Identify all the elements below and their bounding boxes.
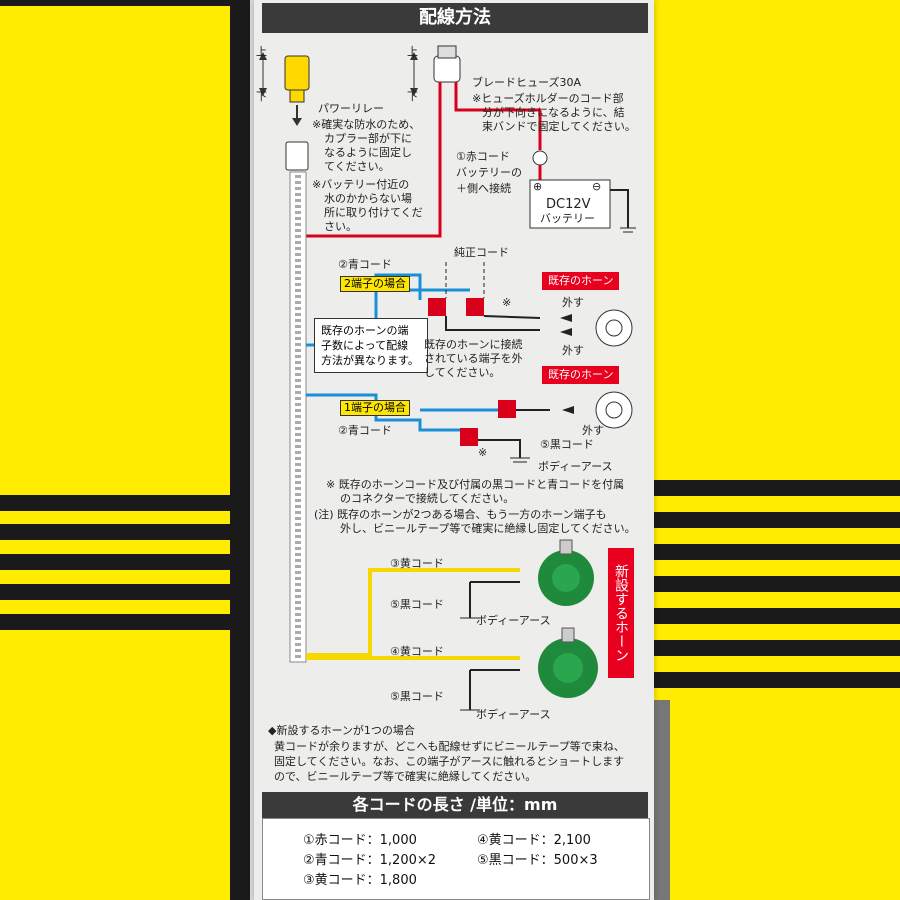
connector-icon: [460, 428, 478, 446]
connector-icon: [498, 400, 516, 418]
remove-label: 外す: [562, 296, 584, 309]
body-earth-label: ボディーアース: [476, 614, 551, 627]
fuse-icon: [433, 55, 461, 83]
relay-note: ※バッテリー付近の: [312, 178, 410, 191]
stripe: [654, 512, 900, 528]
length-blue: ②青コード：1,200×2: [303, 853, 437, 868]
down-label: 下: [407, 90, 418, 103]
stripe: [0, 614, 250, 630]
remove-label: 外す: [562, 344, 584, 357]
stripe: [0, 584, 250, 600]
note-line: ※ 既存のホーンコード及び付属の黒コードと青コードを付属: [326, 478, 625, 491]
stripe: [0, 524, 250, 540]
battery-plus: ⊕: [533, 180, 543, 193]
black-cord-label: ⑤黒コード: [390, 598, 444, 611]
down-label: 下: [256, 90, 267, 103]
stripe: [654, 576, 900, 592]
stripe: [654, 480, 900, 496]
info-line: 子数によって配線: [321, 339, 409, 352]
connected-note: されている端子を外: [424, 352, 523, 365]
stripe: [0, 554, 250, 570]
two-terminal-label: 2端子の場合: [340, 276, 410, 292]
asterisk: ※: [478, 446, 488, 459]
yellow-background-right: [654, 0, 900, 900]
up-label: 上: [256, 45, 267, 58]
length-yellow3: ③黄コード：1,800: [303, 873, 417, 888]
relay-note: てください。: [324, 160, 390, 173]
single-horn-note: ので、ビニールテープ等で確実に絶縁してください。: [274, 770, 537, 783]
stripe: [0, 495, 250, 511]
up-label: 上: [407, 45, 418, 58]
stripe: [654, 544, 900, 560]
connector-icon: [428, 298, 446, 316]
instruction-panel: [254, 0, 654, 900]
remove-label: 外す: [582, 424, 604, 437]
fuse-note: 束バンドで固定してください。: [482, 120, 636, 133]
note-line: 外し、ビニールテープ等で確実に絶縁し固定してください。: [340, 522, 636, 535]
cord-lengths-title: 各コードの長さ /単位：mm: [262, 792, 648, 818]
length-red: ①赤コード：1,000: [303, 833, 417, 848]
relay-icon: [284, 55, 310, 91]
fuse-name: ブレードヒューズ30A: [472, 76, 581, 89]
existing-horn-icon: [595, 391, 633, 429]
single-horn-note: 固定してください。なお、この端子がアースに触れるとショートします: [274, 755, 625, 768]
stripe: [654, 672, 900, 688]
info-line: 既存のホーンの端: [321, 324, 409, 337]
genuine-cord-label: 純正コード: [454, 246, 509, 259]
asterisk: ※: [502, 296, 512, 309]
stripe: [0, 0, 250, 6]
fuse-note: 分が下向きになるように、結: [482, 106, 625, 119]
cord-lengths-table: ①赤コード：1,000 ④黄コード：2,100 ②青コード：1,200×2 ⑤黒…: [262, 818, 650, 900]
black-cord-label: ⑤黒コード: [390, 690, 444, 703]
side-shadow: [230, 0, 250, 900]
relay-name: パワーリレー: [318, 102, 384, 115]
relay-connector-icon: [285, 141, 309, 171]
battery-minus: ⊖: [592, 180, 602, 193]
one-terminal-label: 1端子の場合: [340, 400, 410, 416]
page-title: 配線方法: [262, 3, 648, 33]
relay-note: カプラー部が下に: [324, 132, 412, 145]
relay-note: なるように固定し: [324, 146, 412, 159]
battery-voltage: DC12V: [546, 197, 591, 212]
connector-icon: [466, 298, 484, 316]
body-earth-label: ボディーアース: [538, 460, 613, 473]
note-line: (注) 既存のホーンが2つある場合、もう一方のホーン端子も: [314, 508, 607, 521]
relay-note: さい。: [324, 220, 357, 233]
edge: [654, 700, 670, 900]
existing-horn-icon: [595, 309, 633, 347]
stripe: [654, 608, 900, 624]
yellow-cord-label: ④黄コード: [390, 645, 444, 658]
note-line: のコネクターで接続してください。: [340, 492, 515, 505]
length-yellow4: ④黄コード：2,100: [477, 833, 591, 848]
yellow-background-left: [0, 0, 250, 900]
single-horn-note: 黄コードが余りますが、どこへも配線せずにビニールテープ等で束ね、: [274, 740, 625, 753]
red-cord-label: ＋側へ接続: [456, 182, 511, 195]
connected-note: 既存のホーンに接続: [424, 338, 523, 351]
existing-horn-tag: 既存のホーン: [542, 272, 620, 290]
single-horn-note: ◆新設するホーンが1つの場合: [268, 724, 415, 737]
yellow-cord-label: ③黄コード: [390, 557, 444, 570]
info-box: 既存のホーンの端 子数によって配線 方法が異なります。: [314, 318, 428, 373]
relay-note: 所に取り付けてくだ: [324, 206, 423, 219]
connected-note: してください。: [424, 366, 501, 379]
info-line: 方法が異なります。: [321, 354, 419, 367]
stripe: [654, 640, 900, 656]
existing-horn-tag: 既存のホーン: [542, 366, 620, 384]
body-earth-label: ボディーアース: [476, 708, 551, 721]
red-cord-label: バッテリーの: [456, 166, 522, 179]
fuse-note: ※ヒューズホルダーのコード部: [472, 92, 624, 105]
blue-cord-label: ②青コード: [338, 258, 392, 271]
battery-label: バッテリー: [540, 212, 595, 225]
red-cord-label: ①赤コード: [456, 150, 510, 163]
relay-note: 水のかからない場: [324, 192, 412, 205]
blue-cord-label: ②青コード: [338, 424, 392, 437]
black-cord-label: ⑤黒コード: [540, 438, 594, 451]
relay-note: ※確実な防水のため、: [312, 118, 421, 131]
length-black: ⑤黒コード：500×3: [477, 853, 598, 868]
battery-icon: [529, 179, 611, 229]
new-horn-tag: 新設するホーン: [608, 548, 634, 678]
